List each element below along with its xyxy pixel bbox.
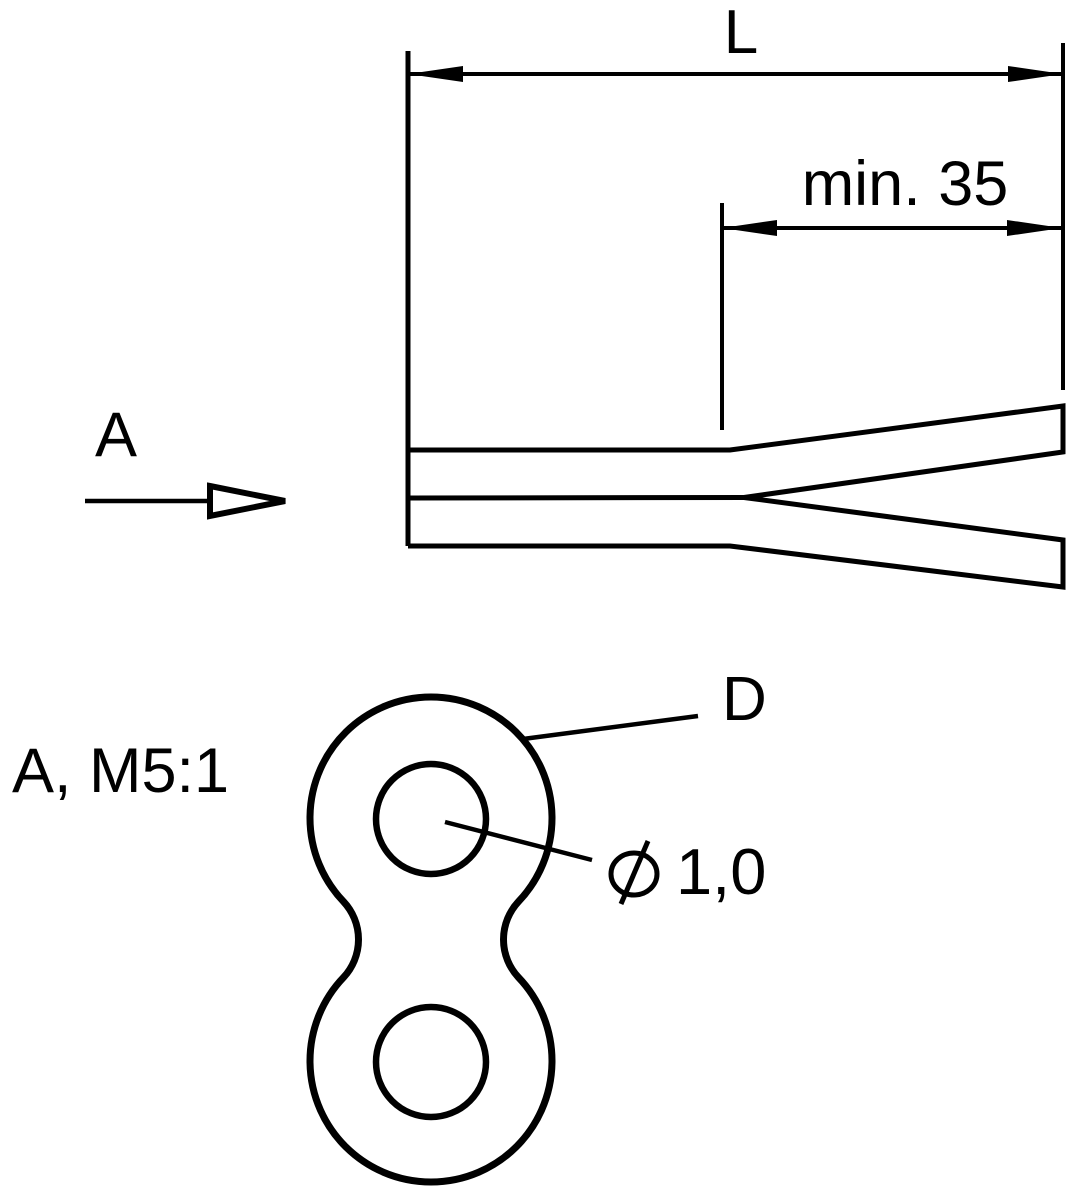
outer-diameter-leader-line (522, 713, 699, 742)
outer-diameter-label: D (722, 665, 767, 734)
cable-middle-line (407, 495, 745, 501)
cable-side-view (405, 51, 1066, 590)
view-arrow-label: A (95, 400, 138, 470)
split-length-dimension (720, 203, 1062, 430)
inner-diameter-value: 1,0 (676, 835, 767, 908)
cable-cross-section (306, 693, 556, 1186)
length-arrowhead-left-icon (408, 66, 463, 82)
cable-outer-sheath-outline (306, 693, 556, 1186)
length-dimension (408, 43, 1065, 390)
inner-diameter-leader-line (444, 819, 593, 863)
split-arrowhead-left-icon (722, 220, 777, 236)
diameter-symbol-slash (618, 840, 651, 905)
diameter-symbol-circle (608, 850, 660, 898)
cable-bottom-wire (408, 495, 1066, 590)
split-arrowhead-right-icon (1007, 220, 1062, 236)
view-direction-arrow-icon (85, 482, 286, 520)
section-view-title: A, M5:1 (12, 736, 230, 806)
conductor-hole-top (372, 760, 490, 878)
diameter-symbol-icon (608, 840, 660, 905)
length-arrowhead-right-icon (1008, 66, 1063, 82)
conductor-hole-bottom (372, 1003, 490, 1121)
split-length-dimension-label: min. 35 (801, 149, 1009, 219)
length-dimension-label: L (723, 0, 759, 67)
view-arrow-head (207, 482, 286, 520)
cable-top-wire (408, 403, 1066, 500)
